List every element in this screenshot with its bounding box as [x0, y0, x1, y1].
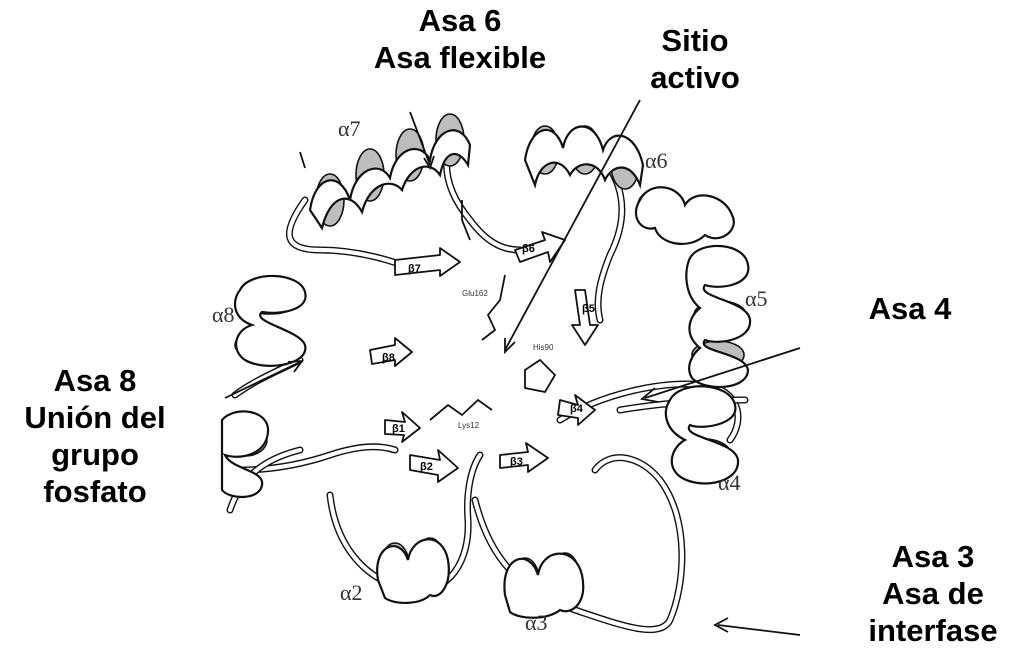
helix-label-a2: α2	[340, 580, 363, 605]
strand-label-b1: β1	[392, 423, 405, 435]
helix-a6b	[636, 187, 734, 244]
helix-label-a4: α4	[718, 470, 741, 495]
callout-active-site: Sitio activo	[630, 22, 760, 96]
helix-a8	[235, 276, 306, 366]
active-site-residues	[430, 200, 555, 420]
strand-label-b7: β7	[408, 263, 421, 275]
callout-loop8-line2: Unión del	[0, 399, 190, 436]
helix-a6	[525, 126, 643, 189]
strand-label-b6: β6	[522, 243, 535, 255]
callout-loop4-line1: Asa 4	[850, 290, 970, 327]
callout-loop6: Asa 6 Asa flexible	[350, 2, 570, 76]
helix-label-a8: α8	[212, 302, 235, 327]
callout-loop6-line1: Asa 6	[350, 2, 570, 39]
callout-loop3-line2: Asa de	[858, 575, 1008, 612]
residue-label-glu162: Glu162	[462, 289, 488, 298]
helix-label-a7: α7	[338, 116, 361, 141]
callout-loop8-line1: Asa 8	[0, 362, 190, 399]
residue-label-lys12: Lys12	[458, 421, 480, 430]
callout-active-site-line1: Sitio	[630, 22, 760, 59]
helix-label-a3: α3	[525, 610, 548, 635]
strand-label-b8: β8	[382, 352, 395, 364]
callout-loop3: Asa 3 Asa de interfase	[858, 538, 1008, 649]
callout-loop6-line2: Asa flexible	[350, 39, 570, 76]
callout-loop3-line3: interfase	[858, 612, 1008, 649]
callout-loop4: Asa 4	[850, 290, 970, 327]
helix-a2	[377, 538, 449, 603]
helix-label-a5: α5	[745, 286, 768, 311]
strand-labels: β6 β7 β5 β8 β4 β1 β2 β3	[382, 243, 595, 473]
helix-a3	[504, 553, 583, 618]
strand-label-b4: β4	[570, 403, 584, 415]
callout-loop8: Asa 8 Unión del grupo fosfato	[0, 362, 190, 510]
helix-a4	[666, 386, 738, 483]
residue-label-his90: His90	[533, 343, 554, 352]
callout-loop8-line4: fosfato	[0, 473, 190, 510]
beta-strands	[370, 232, 598, 482]
callout-active-site-line2: activo	[630, 59, 760, 96]
helix-a8b	[222, 411, 268, 497]
helix-a5	[686, 246, 750, 387]
helix-label-a6: α6	[645, 148, 668, 173]
strand-label-b3: β3	[510, 456, 523, 468]
strand-label-b5: β5	[582, 303, 595, 315]
callout-loop3-line1: Asa 3	[858, 538, 1008, 575]
callout-loop8-line3: grupo	[0, 436, 190, 473]
strand-label-b2: β2	[420, 461, 433, 473]
